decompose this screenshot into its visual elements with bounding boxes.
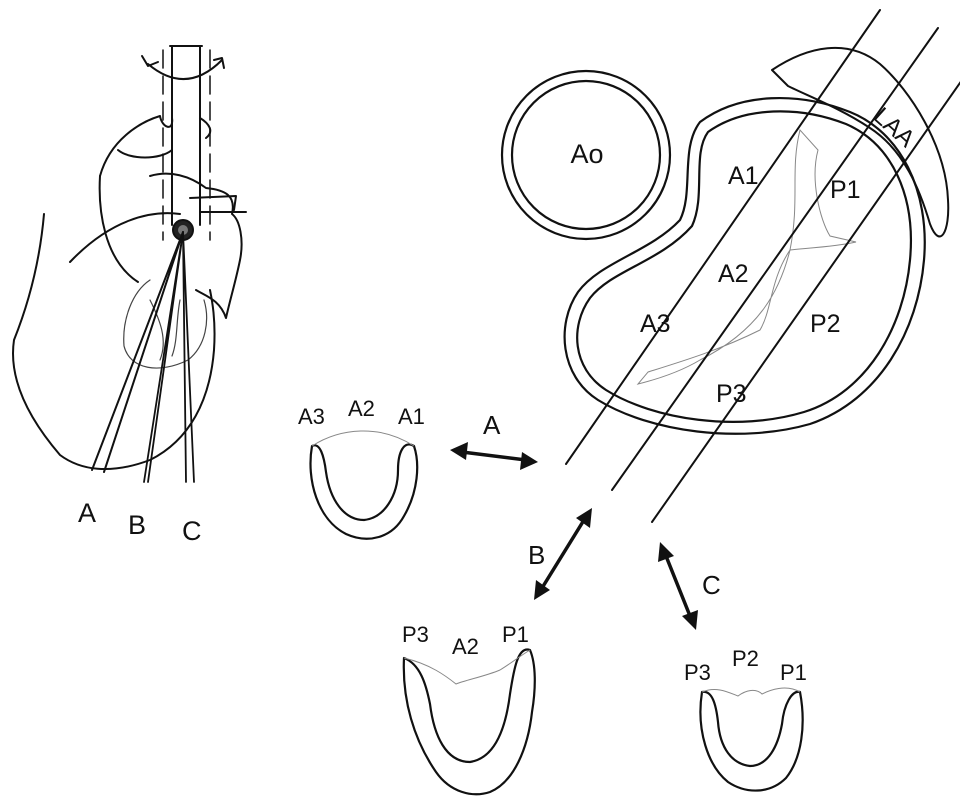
- pulmonary-vein: [190, 196, 246, 212]
- cross-section-a-leaflet: [312, 431, 414, 446]
- arrow-c-head-top: [658, 542, 674, 562]
- arrow-c-head-bottom: [682, 610, 698, 630]
- beam-a: [92, 232, 183, 472]
- scallop-p1: P1: [830, 176, 861, 204]
- arrow-a: A: [450, 410, 538, 470]
- cross-section-b: P3 A2 P1: [402, 622, 535, 794]
- scallop-a2: A2: [718, 260, 749, 288]
- beam-c: [183, 232, 194, 482]
- rotation-arrowhead-left: [142, 56, 158, 66]
- arrow-b-shaft: [542, 520, 584, 588]
- cross-section-b-segment-1: P3: [402, 622, 429, 647]
- aortic-root: [100, 116, 172, 176]
- cross-section-c-segment-3: P1: [780, 660, 807, 685]
- plane-line-c: [652, 80, 960, 522]
- arrow-c-label: C: [702, 570, 721, 600]
- cross-section-b-outer: [404, 650, 535, 795]
- aorta: Ao: [502, 71, 670, 239]
- scallop-p2: P2: [810, 310, 841, 338]
- arrow-a-shaft: [462, 452, 526, 460]
- cross-section-c: P3 P2 P1: [684, 646, 807, 791]
- aorta-label: Ao: [570, 139, 603, 169]
- cross-section-b-segment-2: A2: [452, 634, 479, 659]
- beam-b: [144, 232, 183, 482]
- view-label-a: A: [78, 498, 96, 528]
- view-label-b: B: [128, 510, 146, 540]
- arrow-b: B: [528, 508, 592, 600]
- arrow-a-head-left: [450, 442, 468, 460]
- arrow-a-label: A: [483, 410, 501, 440]
- aortic-arch: [100, 118, 211, 282]
- arrow-c-shaft: [666, 556, 690, 616]
- arrow-a-head-right: [520, 452, 538, 470]
- scallop-p3: P3: [716, 380, 747, 408]
- heart-drawing: A B C: [13, 46, 246, 546]
- cross-section-a-segment-3: A1: [398, 404, 425, 429]
- cross-section-a-segment-1: A3: [298, 404, 325, 429]
- cross-section-c-segment-2: P2: [732, 646, 759, 671]
- arrow-b-head-top: [576, 508, 592, 528]
- scallop-a3: A3: [640, 310, 671, 338]
- rotation-arrow: [148, 60, 222, 79]
- cross-section-a-outer: [310, 444, 417, 538]
- arrow-c: C: [658, 542, 721, 630]
- arrow-b-head-bottom: [534, 580, 550, 600]
- cross-section-a: A3 A2 A1: [298, 396, 425, 539]
- cross-section-c-segment-1: P3: [684, 660, 711, 685]
- cross-section-a-segment-2: A2: [348, 396, 375, 421]
- scallop-a1: A1: [728, 162, 759, 190]
- arrow-b-label: B: [528, 540, 545, 570]
- cross-section-b-segment-3: P1: [502, 622, 529, 647]
- view-label-c: C: [182, 516, 202, 546]
- cross-section-c-outer: [700, 692, 802, 791]
- cross-section-c-leaflet: [702, 688, 800, 696]
